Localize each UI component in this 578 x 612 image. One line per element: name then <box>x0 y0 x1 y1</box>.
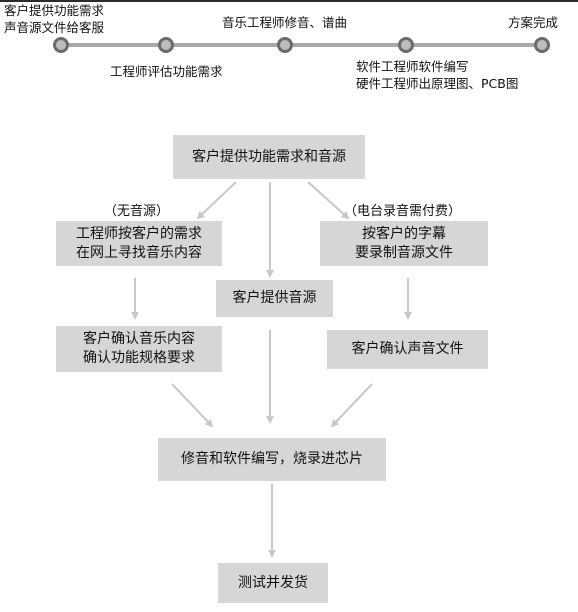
left-confirm-line2: 确认功能规格要求 <box>83 350 195 366</box>
timeline-step-1-line2: 声音源文件给客服 <box>4 20 105 35</box>
edit-box-label: 修音和软件编写，烧录进芯片 <box>181 451 363 467</box>
timeline-node-3 <box>277 37 293 53</box>
top-border <box>0 0 578 2</box>
left-confirm-box: 客户确认音乐内容 确认功能规格要求 <box>56 326 222 372</box>
right-box-line1: 按客户的字幕 <box>362 225 446 242</box>
middle-box-label: 客户提供音源 <box>232 290 317 306</box>
right-box-line2: 要录制音源文件 <box>355 244 453 261</box>
timeline-step-4-line2: 硬件工程师出原理图、PCB图 <box>356 76 519 91</box>
arrow-start-to-right <box>307 181 350 220</box>
timeline-step-4: 软件工程师软件编写 硬件工程师出原理图、PCB图 <box>356 58 518 92</box>
right-confirm-label: 客户确认声音文件 <box>351 341 464 357</box>
right-confirm-box: 客户确认声音文件 <box>327 330 488 369</box>
left-note: （无音源） <box>104 204 170 219</box>
right-box: 按客户的字幕 要录制音源文件 <box>320 221 488 266</box>
edit-box: 修音和软件编写，烧录进芯片 <box>158 438 386 481</box>
left-box-line1: 工程师按客户的需求 <box>76 225 202 242</box>
timeline-step-1-line1: 客户提供功能需求 <box>4 3 105 18</box>
timeline-step-2: 工程师评估功能需求 <box>110 64 223 79</box>
left-box-line2: 在网上寻找音乐内容 <box>76 244 202 261</box>
timeline-node-2 <box>158 37 174 53</box>
timeline-step-3: 音乐工程师修音、谱曲 <box>222 15 348 30</box>
start-box: 客户提供功能需求和音源 <box>173 135 365 179</box>
timeline-node-5 <box>534 37 550 53</box>
timeline-line <box>58 43 543 47</box>
arrow-right-confirm-to-edit <box>330 383 373 428</box>
final-box: 测试并发货 <box>218 563 328 603</box>
arrow-left-confirm-to-edit <box>171 383 214 428</box>
left-box: 工程师按客户的需求 在网上寻找音乐内容 <box>56 221 222 266</box>
timeline-step-1: 客户提供功能需求 声音源文件给客服 <box>4 2 104 36</box>
start-box-label: 客户提供功能需求和音源 <box>192 148 346 165</box>
arrow-start-to-left <box>196 181 237 220</box>
right-note: （电台录音需付费） <box>344 204 462 219</box>
timeline-step-4-line1: 软件工程师软件编写 <box>356 59 469 74</box>
final-box-label: 测试并发货 <box>238 574 308 591</box>
timeline-node-4 <box>398 37 414 53</box>
timeline-node-1 <box>53 37 69 53</box>
timeline-step-5: 方案完成 <box>508 15 559 30</box>
left-confirm-line1: 客户确认音乐内容 <box>83 331 195 347</box>
middle-box: 客户提供音源 <box>216 280 333 317</box>
